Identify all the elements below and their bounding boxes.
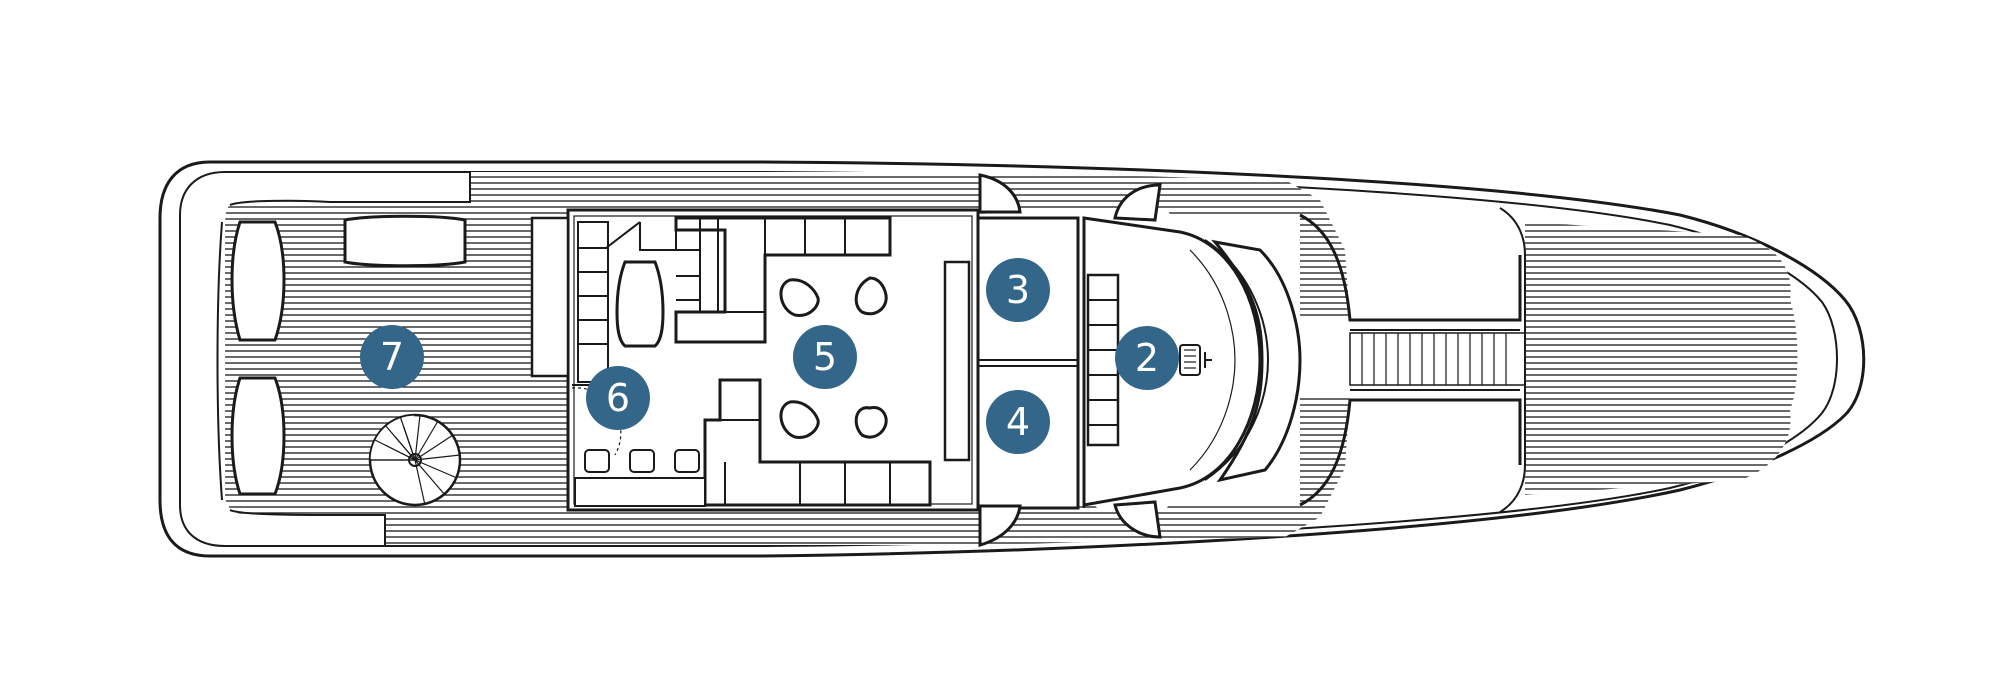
marker-6-label: 6 bbox=[606, 376, 630, 420]
marker-4-label: 4 bbox=[1006, 400, 1030, 444]
marker-3[interactable]: 3 bbox=[986, 258, 1050, 322]
marker-7-label: 7 bbox=[380, 335, 404, 379]
forward-stairs bbox=[1361, 333, 1507, 385]
marker-6-circle bbox=[586, 366, 650, 430]
marker-4-circle bbox=[986, 390, 1050, 454]
marker-5[interactable]: 5 bbox=[793, 325, 857, 389]
marker-3-circle bbox=[986, 258, 1050, 322]
foredeck-structure bbox=[1299, 207, 1526, 513]
marker-4[interactable]: 4 bbox=[986, 390, 1050, 454]
marker-2-label: 2 bbox=[1135, 336, 1159, 380]
markers-layer: 2 3 4 5 6 7 bbox=[360, 258, 1179, 454]
marker-5-circle bbox=[793, 325, 857, 389]
salon bbox=[530, 208, 980, 512]
marker-7[interactable]: 7 bbox=[360, 325, 424, 389]
marker-6[interactable]: 6 bbox=[586, 366, 650, 430]
marker-3-label: 3 bbox=[1006, 268, 1030, 312]
marker-5-label: 5 bbox=[813, 335, 837, 379]
aft-structure bbox=[216, 172, 471, 545]
marker-7-circle bbox=[360, 325, 424, 389]
hull bbox=[158, 160, 1866, 558]
marker-2[interactable]: 2 bbox=[1115, 326, 1179, 390]
marker-2-circle bbox=[1115, 326, 1179, 390]
spiral-staircase bbox=[368, 413, 462, 507]
forward-cabins bbox=[976, 173, 1085, 547]
